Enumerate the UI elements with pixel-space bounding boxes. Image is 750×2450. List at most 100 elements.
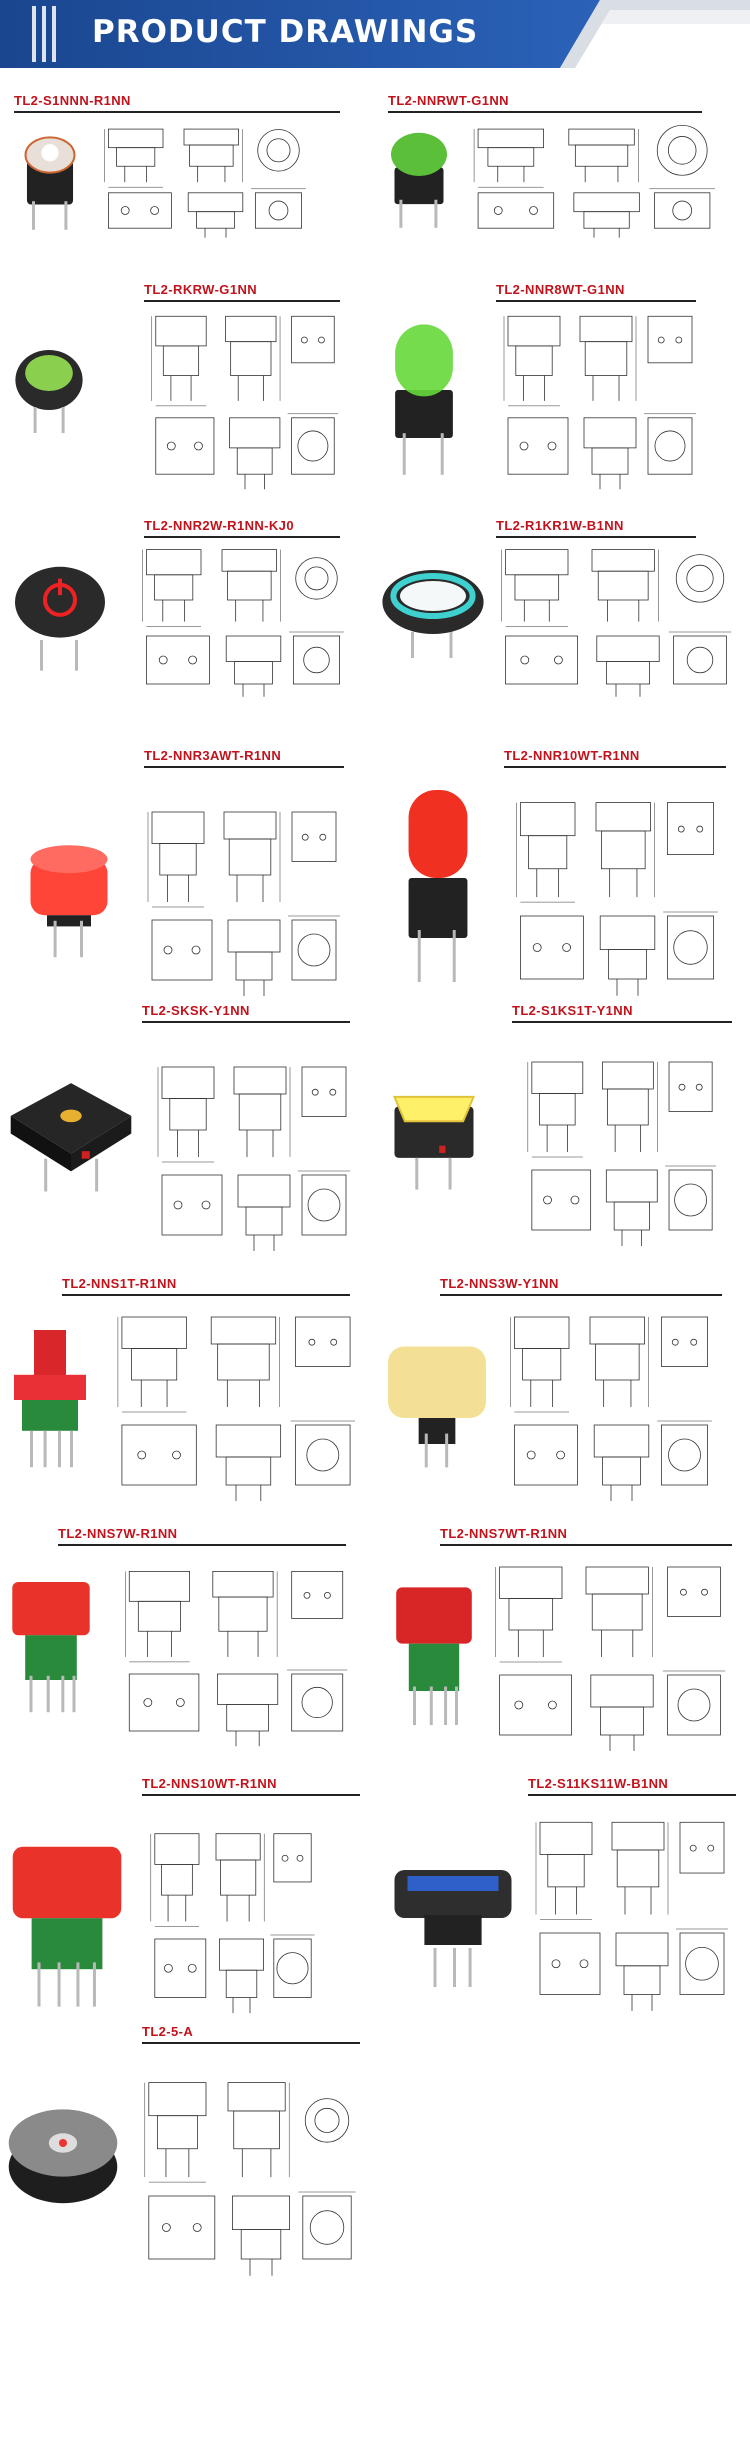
- product-photo-frame: [8, 1575, 94, 1720]
- product-photo-frame: [386, 318, 462, 483]
- label-underline: [388, 111, 702, 113]
- product-photo-frame: [384, 122, 454, 235]
- product-photo-frame: [10, 1330, 90, 1475]
- product-photo-frame: [386, 1340, 488, 1475]
- product-photo: [12, 1582, 90, 1713]
- technical-drawing: [495, 1566, 726, 1751]
- product-photo: [15, 350, 83, 433]
- label-underline: [58, 1544, 346, 1546]
- product-photo: [382, 570, 484, 658]
- product-photo-frame: [4, 2080, 122, 2225]
- product-photo: [408, 790, 468, 982]
- product-model-label: TL2-NNS10WT-R1NN: [142, 1776, 277, 1791]
- product-model-label: TL2-NNR10WT-R1NN: [504, 748, 640, 763]
- technical-drawing: [510, 1316, 712, 1501]
- drawing-frame: [120, 1560, 352, 1755]
- drawing-frame: [112, 1305, 360, 1510]
- product-model-label: TL2-NNR2W-R1NN-KJ0: [144, 518, 294, 533]
- technical-drawing: [527, 1061, 717, 1246]
- product-photo: [8, 2109, 118, 2204]
- drawing-frame: [468, 122, 720, 245]
- product-photo-frame: [8, 1840, 126, 2015]
- product-photo: [396, 1587, 472, 1726]
- label-underline: [144, 766, 344, 768]
- product-photo-frame: [10, 555, 110, 678]
- product-photo-frame: [382, 1070, 486, 1197]
- product-photo: [391, 132, 447, 228]
- drawing-frame: [148, 1822, 318, 2022]
- banner-background: [0, 0, 750, 68]
- label-underline: [144, 300, 340, 302]
- product-model-label: TL2-S1NNN-R1NN: [14, 93, 131, 108]
- product-photo-frame: [388, 1840, 518, 1995]
- label-underline: [62, 1294, 350, 1296]
- technical-drawing: [535, 1821, 728, 2011]
- label-underline: [142, 1021, 350, 1023]
- drawing-frame: [148, 305, 342, 498]
- product-model-label: TL2-NNS7W-R1NN: [58, 1526, 178, 1541]
- drawing-frame: [532, 1810, 732, 2020]
- technical-drawing: [142, 549, 344, 697]
- technical-drawing: [501, 549, 732, 697]
- drawing-frame: [500, 305, 700, 498]
- product-photo: [394, 1870, 512, 1987]
- drawing-frame: [100, 122, 310, 245]
- technical-drawing: [151, 315, 339, 490]
- label-underline: [440, 1544, 732, 1546]
- product-model-label: TL2-S1KS1T-Y1NN: [512, 1003, 633, 1018]
- product-photo: [10, 1083, 132, 1192]
- technical-drawing: [144, 2082, 356, 2276]
- technical-drawing: [117, 1316, 356, 1501]
- product-photo: [15, 566, 105, 671]
- label-underline: [440, 1294, 722, 1296]
- product-model-label: TL2-NNR8WT-G1NN: [496, 282, 625, 297]
- product-model-label: TL2-5-A: [142, 2024, 194, 2039]
- product-photo-frame: [392, 786, 484, 991]
- product-model-label: TL2-NNRWT-G1NN: [388, 93, 509, 108]
- product-model-label: TL2-NNS7WT-R1NN: [440, 1526, 568, 1541]
- product-model-label: TL2-RKRW-G1NN: [144, 282, 258, 297]
- technical-drawing: [503, 315, 696, 490]
- technical-drawing: [473, 124, 715, 238]
- label-underline: [14, 111, 340, 113]
- label-underline: [496, 536, 696, 538]
- product-photo-frame: [14, 122, 86, 237]
- product-model-label: TL2-NNS1T-R1NN: [62, 1276, 177, 1291]
- product-photo-frame: [4, 1068, 138, 1199]
- page-title: PRODUCT DRAWINGS: [92, 14, 479, 50]
- product-photo-frame: [392, 1580, 476, 1733]
- label-underline: [142, 2042, 360, 2044]
- drawing-frame: [154, 1055, 354, 1260]
- product-photo: [12, 1846, 122, 2007]
- label-underline: [528, 1794, 736, 1796]
- drawing-frame: [512, 790, 722, 1005]
- drawing-frame: [524, 1050, 720, 1255]
- drawing-frame: [506, 1305, 716, 1510]
- label-underline: [142, 1794, 360, 1796]
- drawing-frame: [138, 540, 348, 705]
- technical-drawing: [104, 128, 306, 238]
- product-photo-frame: [378, 560, 488, 665]
- technical-drawing: [516, 802, 718, 996]
- technical-drawing: [125, 1570, 348, 1747]
- technical-drawing: [147, 811, 340, 996]
- product-model-label: TL2-NNR3AWT-R1NN: [144, 748, 282, 763]
- product-model-label: TL2-NNS3W-Y1NN: [440, 1276, 559, 1291]
- product-photo-frame: [14, 820, 124, 965]
- technical-drawing: [150, 1833, 315, 2014]
- drawing-frame: [490, 1555, 730, 1760]
- label-underline: [496, 300, 696, 302]
- product-model-label: TL2-R1KR1W-B1NN: [496, 518, 624, 533]
- product-photo: [24, 136, 76, 230]
- drawing-frame: [144, 800, 344, 1005]
- product-photo-frame: [14, 335, 84, 440]
- product-photo: [395, 324, 453, 475]
- product-photo: [30, 845, 108, 958]
- drawing-frame: [496, 540, 736, 705]
- label-underline: [144, 536, 340, 538]
- product-model-label: TL2-S11KS11W-B1NN: [528, 1776, 669, 1791]
- label-underline: [512, 1021, 732, 1023]
- product-model-label: TL2-SKSK-Y1NN: [142, 1003, 250, 1018]
- section-banner: PRODUCT DRAWINGS: [0, 0, 750, 68]
- label-underline: [504, 766, 726, 768]
